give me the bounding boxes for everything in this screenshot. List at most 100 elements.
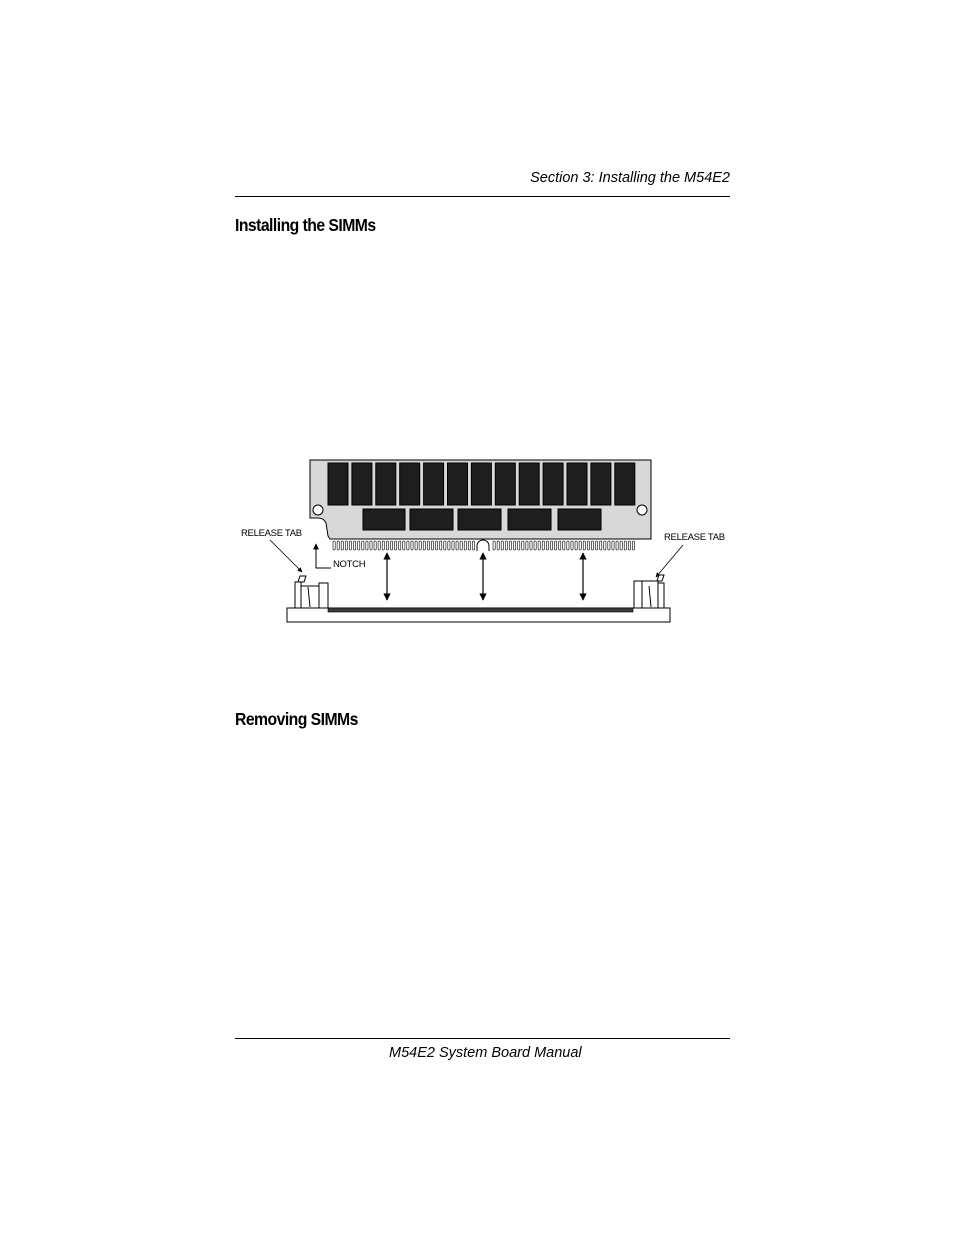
footer-rule	[235, 1038, 730, 1039]
connector-pad	[566, 540, 570, 551]
connector-pad	[406, 540, 410, 551]
section-heading-removing: Removing SIMMs	[235, 709, 358, 729]
connector-pad	[545, 540, 549, 551]
footer-manual-title: M54E2 System Board Manual	[389, 1045, 582, 1061]
connector-pad	[529, 540, 533, 551]
connector-pad	[533, 540, 537, 551]
connector-pad	[611, 540, 615, 551]
connector-pad	[402, 540, 406, 551]
memory-chip	[518, 462, 540, 506]
edge-connector-pads	[332, 540, 635, 551]
connector-pad	[365, 540, 369, 551]
connector-pad	[390, 540, 393, 551]
connector-pad	[627, 540, 631, 551]
connector-pad	[623, 540, 627, 551]
memory-chip	[375, 462, 397, 506]
connector-pad	[500, 540, 504, 551]
center-key-notch	[476, 539, 490, 551]
memory-chip	[327, 462, 349, 506]
mounting-hole-left	[312, 504, 324, 516]
memory-chip	[399, 462, 421, 506]
connector-pad	[554, 540, 558, 551]
connector-pad	[340, 540, 344, 551]
connector-pad	[357, 540, 361, 551]
connector-pad	[332, 540, 336, 551]
connector-pad	[578, 540, 582, 551]
connector-pad	[369, 540, 373, 551]
connector-pad	[439, 540, 443, 551]
connector-pad	[381, 540, 385, 551]
connector-pad	[435, 540, 439, 551]
connector-pad	[373, 540, 377, 551]
connector-pad	[472, 540, 475, 551]
memory-chip	[423, 462, 445, 506]
notch-label: NOTCH	[333, 559, 366, 570]
header-rule	[235, 196, 730, 197]
connector-pad	[591, 540, 594, 551]
connector-pad	[349, 540, 352, 551]
memory-chip	[351, 462, 373, 506]
memory-chip	[542, 462, 564, 506]
connector-pad	[447, 540, 451, 551]
connector-pad	[463, 540, 467, 551]
connector-pad	[599, 540, 603, 551]
connector-pad	[619, 540, 623, 551]
release-tab-label-left: RELEASE TAB	[241, 528, 302, 539]
connector-pad	[496, 540, 500, 551]
connector-pad	[353, 540, 357, 551]
connector-pad	[492, 540, 496, 551]
running-header: Section 3: Installing the M54E2	[530, 170, 730, 186]
connector-pad	[427, 540, 430, 551]
simm-installation-figure: NOTCH RELEASE TAB RELEASE TAB	[230, 450, 740, 630]
connector-pad	[550, 540, 553, 551]
connector-pad	[582, 540, 586, 551]
memory-chip	[447, 462, 468, 506]
memory-chips-top-row	[327, 462, 636, 506]
connector-pad	[562, 540, 566, 551]
connector-pad	[431, 540, 434, 551]
connector-pad	[509, 540, 512, 551]
connector-pad	[525, 540, 529, 551]
release-tab-left	[294, 575, 329, 609]
connector-pad	[455, 540, 459, 551]
memory-chip	[494, 462, 516, 506]
connector-pad	[632, 540, 635, 551]
section-heading-installing: Installing the SIMMs	[235, 215, 376, 235]
memory-chips-bottom-row	[362, 508, 602, 531]
connector-pad	[586, 540, 590, 551]
connector-pad	[513, 540, 517, 551]
connector-pad	[361, 540, 365, 551]
insertion-arrows	[383, 552, 587, 601]
connector-pad	[410, 540, 414, 551]
connector-pad	[377, 540, 381, 551]
connector-pad	[595, 540, 599, 551]
connector-pad	[521, 540, 525, 551]
connector-pad	[541, 540, 545, 551]
connector-pad	[537, 540, 541, 551]
connector-pad	[336, 540, 340, 551]
connector-pad	[504, 540, 508, 551]
connector-pad	[451, 540, 455, 551]
connector-pad	[468, 540, 471, 551]
memory-chip	[470, 462, 492, 506]
connector-pad	[443, 540, 447, 551]
release-tab-label-right: RELEASE TAB	[664, 532, 725, 543]
socket-slot	[327, 607, 634, 613]
connector-pad	[615, 540, 619, 551]
connector-pad	[394, 540, 398, 551]
connector-pad	[570, 540, 574, 551]
connector-pad	[603, 540, 607, 551]
connector-pad	[422, 540, 426, 551]
connector-pad	[459, 540, 463, 551]
memory-chip	[566, 462, 588, 506]
connector-pad	[398, 540, 402, 551]
connector-pad	[607, 540, 611, 551]
connector-pad	[386, 540, 389, 551]
mounting-hole-right	[636, 504, 648, 516]
memory-chip	[590, 462, 612, 506]
connector-pad	[574, 540, 578, 551]
connector-pad	[517, 540, 521, 551]
connector-pad	[558, 540, 562, 551]
memory-chip	[614, 462, 636, 506]
connector-pad	[345, 540, 348, 551]
